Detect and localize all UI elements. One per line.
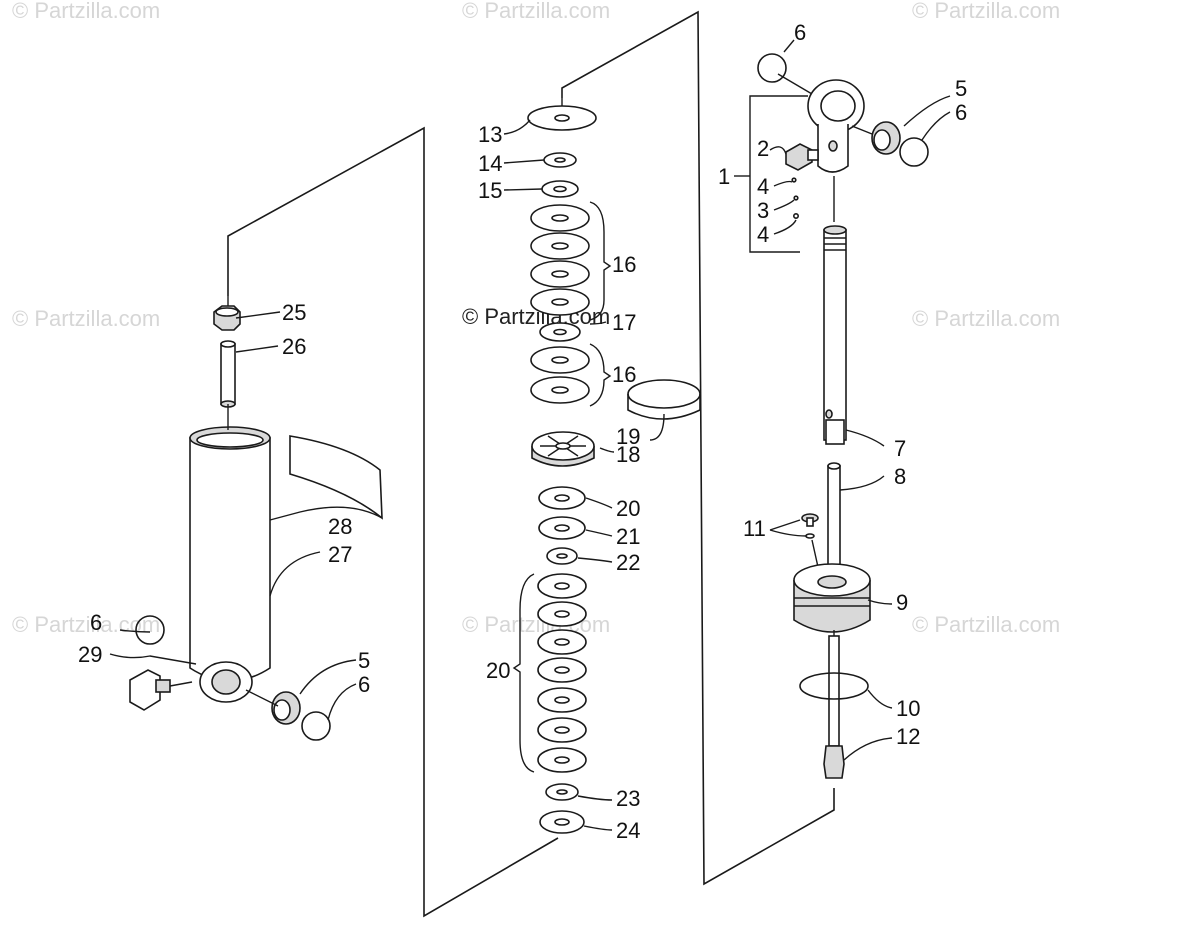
shock-body-group [109,296,383,741]
callout-11: 11 [743,516,766,541]
snap-ring-6-left-bottom [301,711,331,741]
callout-5: 5 [955,76,967,101]
callout-8: 8 [894,464,906,489]
callout-6: 6 [358,672,370,697]
nut-12 [823,745,845,779]
callout-14: 14 [478,151,502,176]
callout-6: 6 [794,20,806,45]
callout-5: 5 [358,648,370,673]
shim-stack-20 [537,573,587,773]
callout-labels: 6 5 6 2 1 4 3 4 7 8 11 9 10 12 13 14 15 … [78,20,967,843]
callout-6: 6 [90,610,102,635]
screw-11 [801,513,819,539]
callout-28: 28 [328,514,352,539]
callout-7: 7 [894,436,906,461]
piston-18 [531,431,595,467]
bushing-5-right [871,121,901,155]
watermark: © Partzilla.com [462,0,610,23]
ball-4 [791,177,797,183]
screw-2 [785,143,819,171]
left-panel-frame [227,126,559,918]
callout-20: 20 [616,496,640,521]
callout-18: 18 [616,442,640,467]
snap-ring-6-left-top [135,615,165,645]
watermark: © Partzilla.com [12,0,160,23]
callout-25: 25 [282,300,306,325]
callout-19-final: 19 [616,424,640,449]
callout-9: 9 [896,590,908,615]
callout-1: 1 [718,164,730,189]
watermark: © Partzilla.com [912,612,1060,637]
nut-25 [213,305,241,331]
eyelet-1 [807,79,865,173]
callout-3: 3 [757,198,769,223]
watermark: © Partzilla.com [912,0,1060,23]
ball-4b [792,213,799,220]
callout-16: 16 [612,252,636,277]
panel-frames [227,10,835,918]
callout-16: 16 [612,362,636,387]
callout-6: 6 [955,100,967,125]
pin-26 [220,340,236,408]
callout-13: 13 [478,122,502,147]
callout-24: 24 [616,818,640,843]
cylinder-27 [189,426,271,703]
shaft-7 [823,225,847,445]
fitting-29 [129,669,171,711]
right-panel-frame [561,10,835,886]
callout-20: 20 [486,658,510,683]
shim-stack-16-lower [530,346,590,404]
snap-ring-6-right [899,137,929,167]
shim-stack-group [503,98,701,834]
callout-15: 15 [478,178,502,203]
housing-9 [793,563,871,633]
callout-29: 29 [78,642,102,667]
callout-4: 4 [757,222,769,247]
spring-3 [793,195,799,201]
watermarks: © Partzilla.com © Partzilla.com © Partzi… [12,0,1060,637]
callout-27: 27 [328,542,352,567]
shaft-assembly-group [734,39,951,779]
disc-10 [799,672,869,700]
watermark: © Partzilla.com [12,612,160,637]
callout-17: 17 [612,310,636,335]
shim-stack-16-upper [530,204,590,316]
callout-22: 22 [616,550,640,575]
watermark: © Partzilla.com [12,306,160,331]
watermark: © Partzilla.com [912,306,1060,331]
callout-4: 4 [757,174,769,199]
wear-ring-19 [627,379,701,420]
label-sheet-28 [289,435,383,520]
callout-23: 23 [616,786,640,811]
callout-26: 26 [282,334,306,359]
callout-12: 12 [896,724,920,749]
callout-10: 10 [896,696,920,721]
bushing-5-left [271,691,301,725]
callout-2: 2 [757,136,769,161]
callout-21: 21 [616,524,640,549]
snap-ring-6-top [757,53,787,83]
watermark: © Partzilla.com [462,612,610,637]
